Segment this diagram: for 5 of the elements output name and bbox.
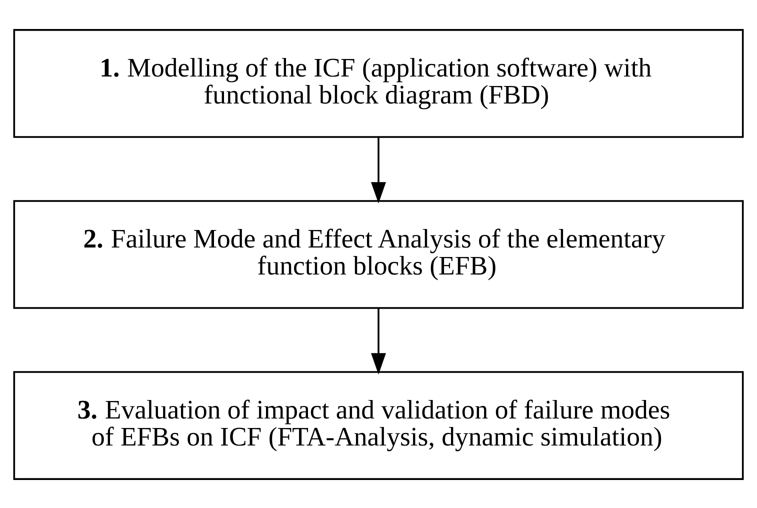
node-box: 1. Modelling of the ICF (application software) with functional block diagram (FBD) <box>13 28 744 138</box>
arrow <box>371 308 386 374</box>
node-box: 3. Evaluation of impact and validation of failure modes of EFBs on ICF (FTA-Analysis, dynamic simulation) <box>13 370 744 480</box>
node-box: 2. Failure Mode and Effect Analysis of the elementary function blocks (EFB) <box>13 200 744 308</box>
arrow <box>371 136 386 203</box>
